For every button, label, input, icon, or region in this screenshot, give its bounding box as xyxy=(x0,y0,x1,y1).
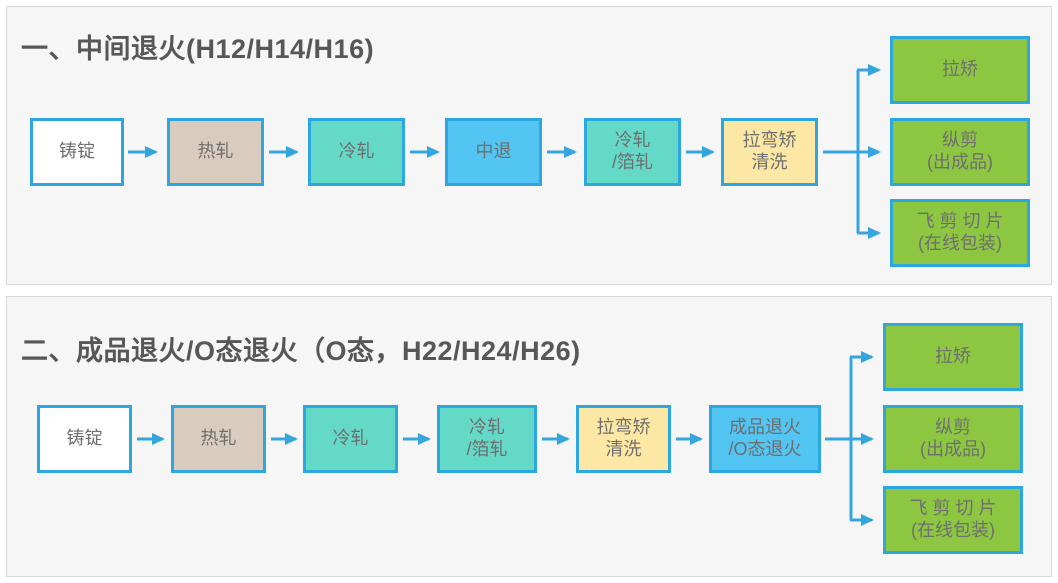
output-stretch-straightening: 拉矫 xyxy=(890,36,1030,104)
node-intermediate-annealing: 中退 xyxy=(445,118,542,186)
section-2-title: 二、成品退火/O态退火（O态，H22/H24/H26) xyxy=(21,336,581,366)
node-final-annealing: 成品退火 /O态退火 xyxy=(709,405,821,473)
output-slitting: 纵剪 (出成品) xyxy=(890,118,1030,186)
node-cold-foil-rolling: 冷轧 /箔轧 xyxy=(584,118,681,186)
output-flying-shear: 飞 剪 切 片 (在线包装) xyxy=(890,199,1030,267)
node-hot-rolling: 热轧 xyxy=(171,405,266,473)
node-cold-rolling: 冷轧 xyxy=(303,405,398,473)
section-final-annealing-panel: 二、成品退火/O态退火（O态，H22/H24/H26) 铸锭 热轧 冷轧 冷轧 … xyxy=(6,296,1052,577)
section-1-title: 一、中间退火(H12/H14/H16) xyxy=(21,34,375,64)
output-slitting: 纵剪 (出成品) xyxy=(883,405,1023,473)
node-stretch-bend-cleaning: 拉弯矫 清洗 xyxy=(576,405,671,473)
output-stretch-straightening: 拉矫 xyxy=(883,323,1023,391)
node-hot-rolling: 热轧 xyxy=(167,118,264,186)
node-stretch-bend-cleaning: 拉弯矫 清洗 xyxy=(721,118,818,186)
node-cold-rolling: 冷轧 xyxy=(308,118,405,186)
section-intermediate-annealing-panel: 一、中间退火(H12/H14/H16) 铸锭 热轧 冷轧 中退 冷轧 /箔轧 拉… xyxy=(6,6,1052,285)
output-flying-shear: 飞 剪 切 片 (在线包装) xyxy=(883,486,1023,554)
node-cold-foil-rolling: 冷轧 /箔轧 xyxy=(437,405,537,473)
node-ingot: 铸锭 xyxy=(30,118,124,186)
node-ingot: 铸锭 xyxy=(37,405,132,473)
